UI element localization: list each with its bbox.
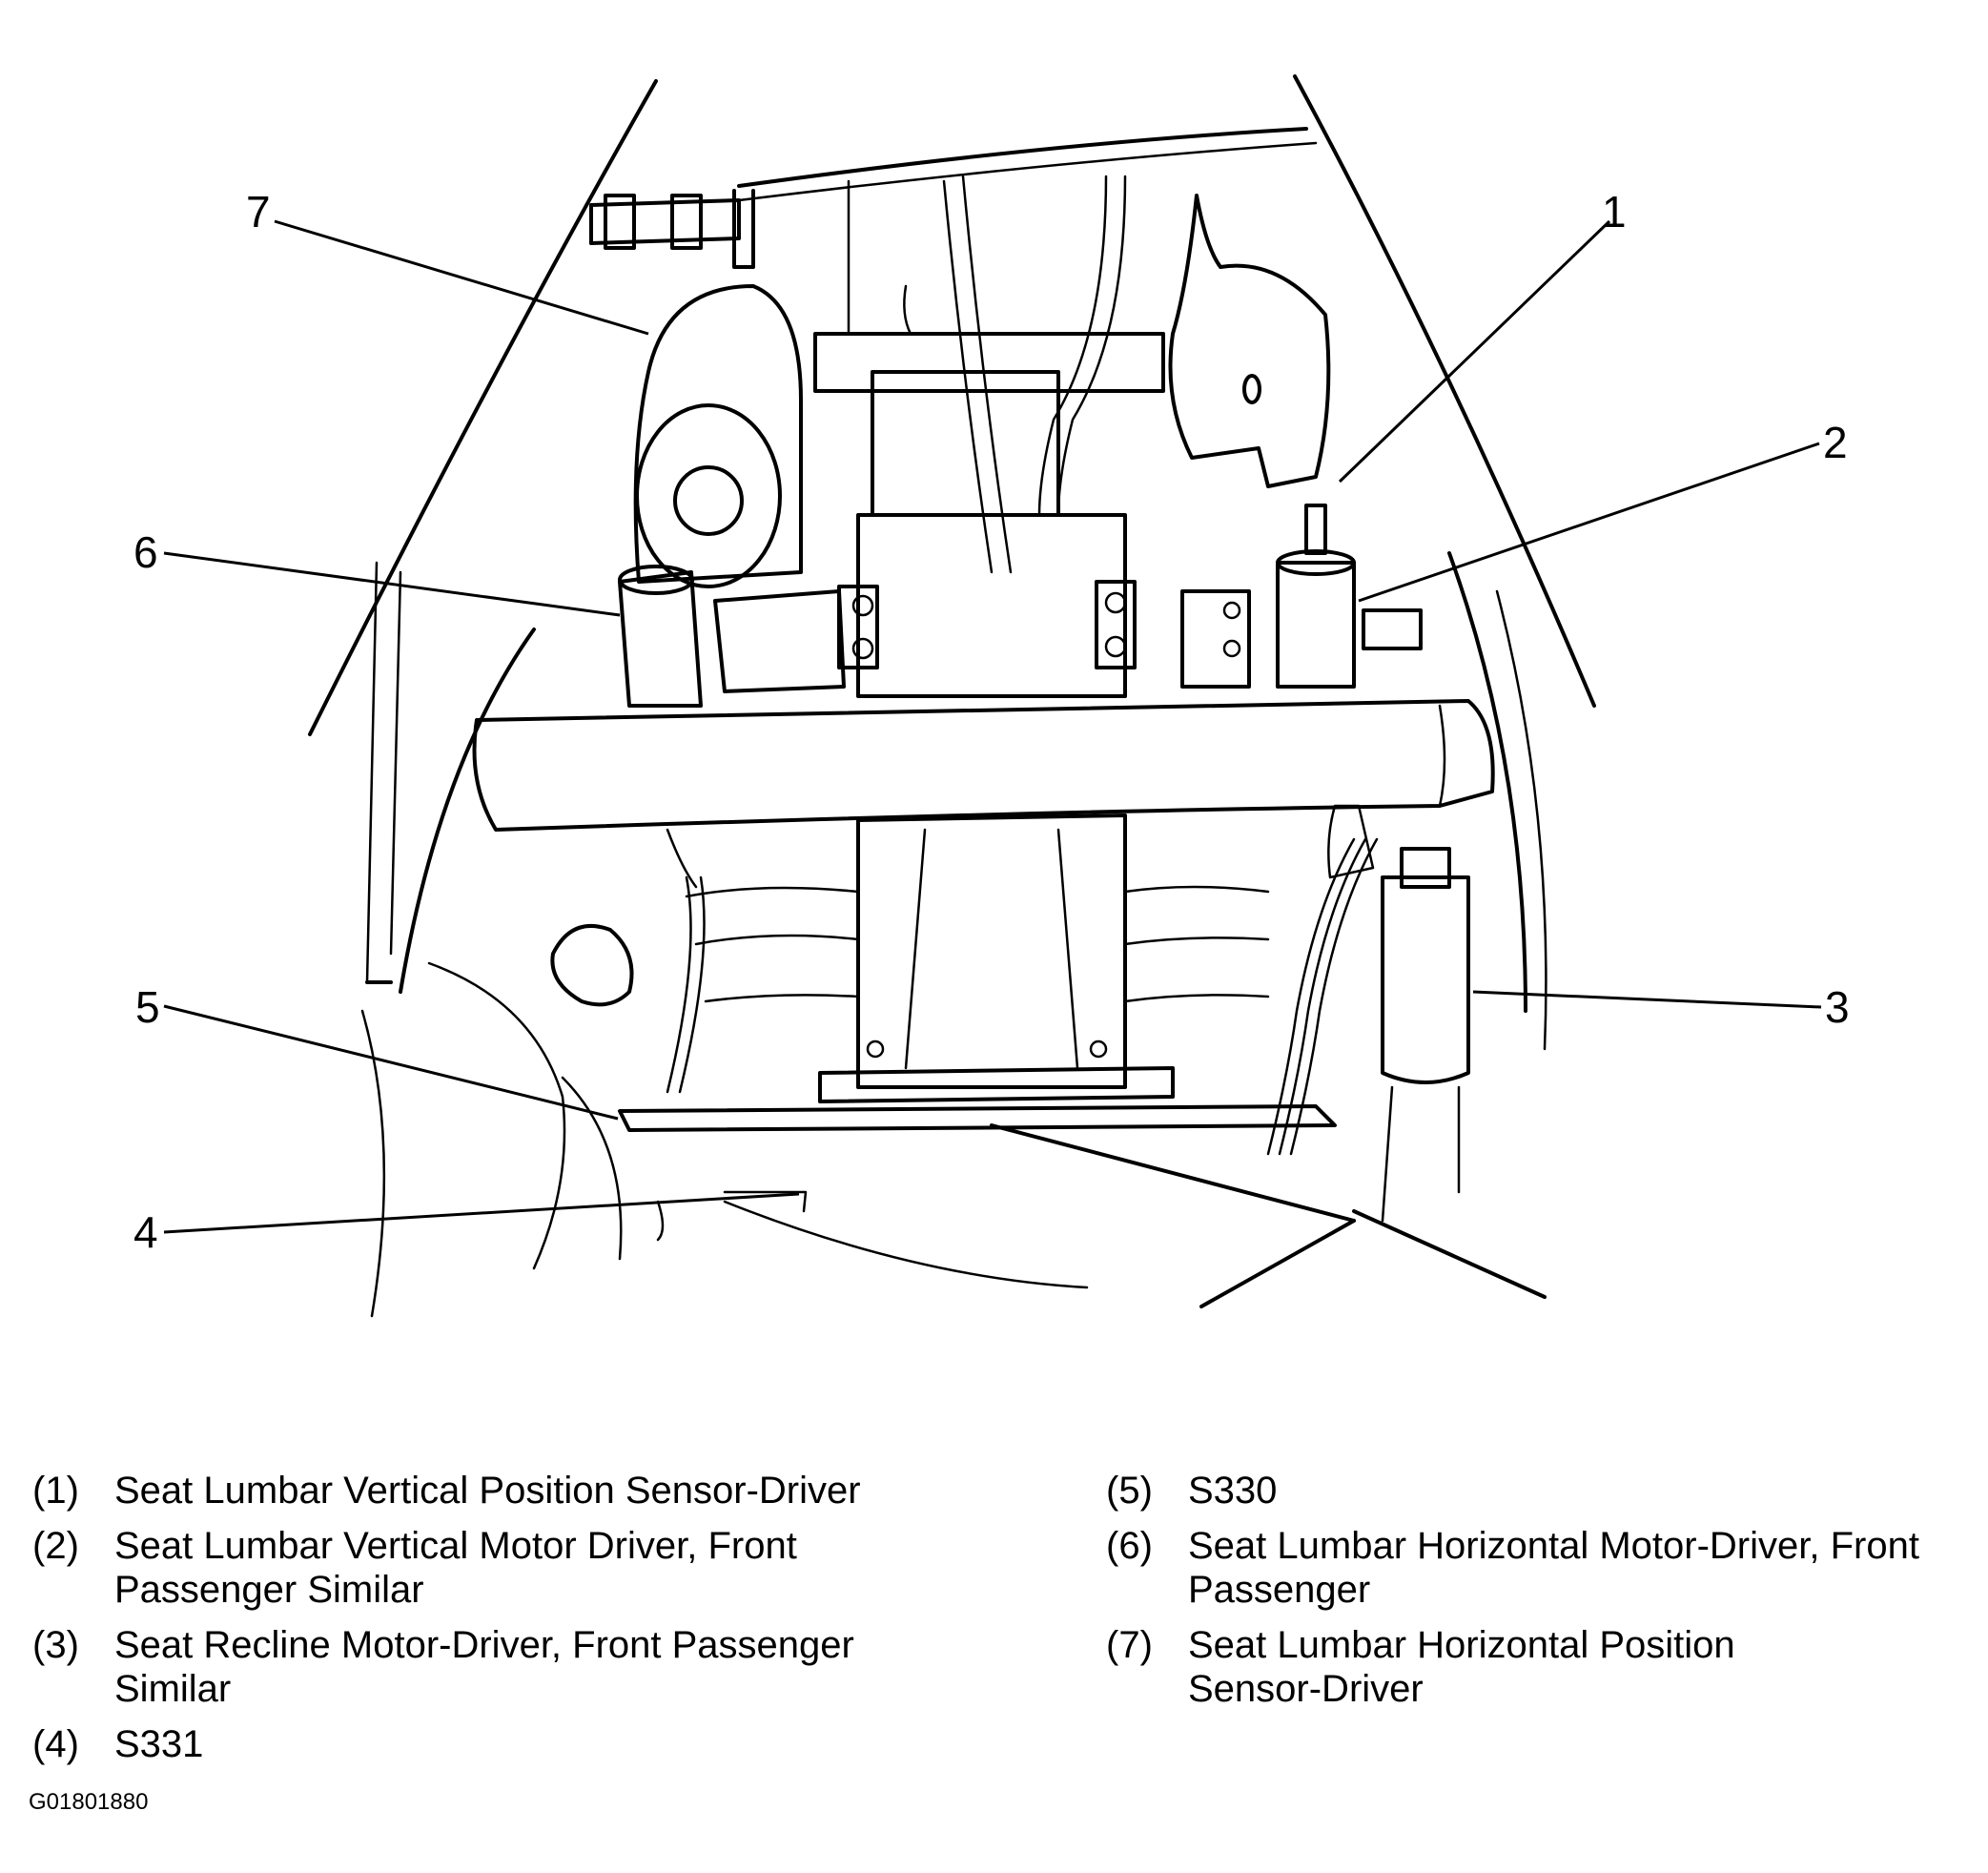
legend-item-2: (2) Seat Lumbar Vertical Motor Driver, F…	[32, 1524, 1043, 1612]
legend-number: (3)	[32, 1624, 79, 1666]
leader-1	[1338, 219, 1611, 484]
lumbar-horizontal-motor	[618, 565, 879, 708]
lumbar-vertical-position-sensor	[1168, 194, 1331, 488]
legend-left-column: (1) Seat Lumbar Vertical Position Sensor…	[32, 1469, 1043, 1778]
legend-number: (6)	[1106, 1525, 1153, 1567]
main-cross-beam	[472, 699, 1495, 832]
leader-2	[1358, 442, 1820, 603]
legend-label: Seat Lumbar Horizontal Motor-Driver, Fro…	[1188, 1525, 1919, 1611]
legend-number: (1)	[32, 1470, 79, 1512]
lumbar-horizontal-position-sensor	[633, 284, 803, 588]
legend-label: Seat Lumbar Horizontal Position Sensor-D…	[1188, 1624, 1735, 1710]
left-lower-wiring	[360, 924, 808, 1318]
figure-id: G01801880	[29, 1789, 149, 1815]
callout-7: 7	[246, 187, 271, 237]
legend-number: (5)	[1106, 1470, 1153, 1512]
callout-6: 6	[133, 527, 158, 577]
upper-cross-bar	[813, 175, 1165, 698]
legend-item-1: (1) Seat Lumbar Vertical Position Sensor…	[32, 1469, 1043, 1513]
legend-item-3: (3) Seat Recline Motor-Driver, Front Pas…	[32, 1623, 1043, 1711]
leader-6	[163, 551, 621, 617]
legend-label: Seat Lumbar Vertical Position Sensor-Dri…	[114, 1470, 861, 1512]
leader-7	[274, 219, 649, 336]
legend-item-7: (7) Seat Lumbar Horizontal Position Sens…	[1106, 1623, 1964, 1711]
top-tube-fittings	[589, 189, 755, 269]
lumbar-vertical-motor	[1095, 504, 1423, 689]
legend-label: Seat Lumbar Vertical Motor Driver, Front…	[114, 1525, 797, 1611]
seat-mechanism-illustration: 7 1 2 6 5 3 4	[133, 74, 1850, 1318]
legend-item-5: (5) S330	[1106, 1469, 1964, 1513]
leader-3	[1472, 990, 1822, 1009]
callout-5: 5	[135, 982, 160, 1032]
legend-item-4: (4) S331	[32, 1722, 1043, 1766]
lower-frame	[618, 813, 1547, 1308]
seat-back-outline	[308, 74, 1596, 1051]
callout-1: 1	[1602, 187, 1627, 237]
callout-4: 4	[133, 1207, 158, 1257]
legend-label: S330	[1188, 1470, 1278, 1512]
wiring-harness	[666, 804, 1379, 1156]
legend-label: S331	[114, 1723, 204, 1765]
legend-number: (4)	[32, 1723, 79, 1765]
legend-item-6: (6) Seat Lumbar Horizontal Motor-Driver,…	[1106, 1524, 1964, 1612]
legend-label: Seat Recline Motor-Driver, Front Passeng…	[114, 1624, 854, 1710]
legend-right-column: (5) S330 (6) Seat Lumbar Horizontal Moto…	[1106, 1469, 1964, 1722]
seat-recline-motor	[1381, 847, 1470, 1223]
legend-number: (7)	[1106, 1624, 1153, 1666]
leader-lines	[163, 219, 1822, 1234]
leader-5	[163, 1004, 619, 1121]
leader-4	[163, 1192, 800, 1234]
callout-3: 3	[1825, 982, 1850, 1032]
callout-2: 2	[1823, 418, 1848, 467]
legend-number: (2)	[32, 1525, 79, 1567]
